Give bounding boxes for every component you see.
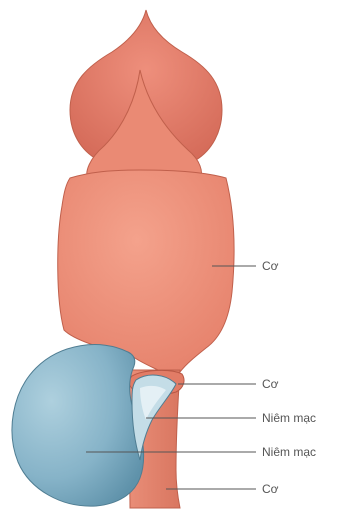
label-mucosa-2: Niêm mạc xyxy=(262,445,316,459)
label-muscle-top: Cơ xyxy=(262,259,279,273)
label-mucosa-1: Niêm mạc xyxy=(262,411,316,425)
label-muscle-bottom: Cơ xyxy=(262,482,279,496)
muscle-body xyxy=(58,170,234,372)
mucosa-sac xyxy=(12,345,144,507)
label-muscle-mid: Cơ xyxy=(262,377,279,391)
